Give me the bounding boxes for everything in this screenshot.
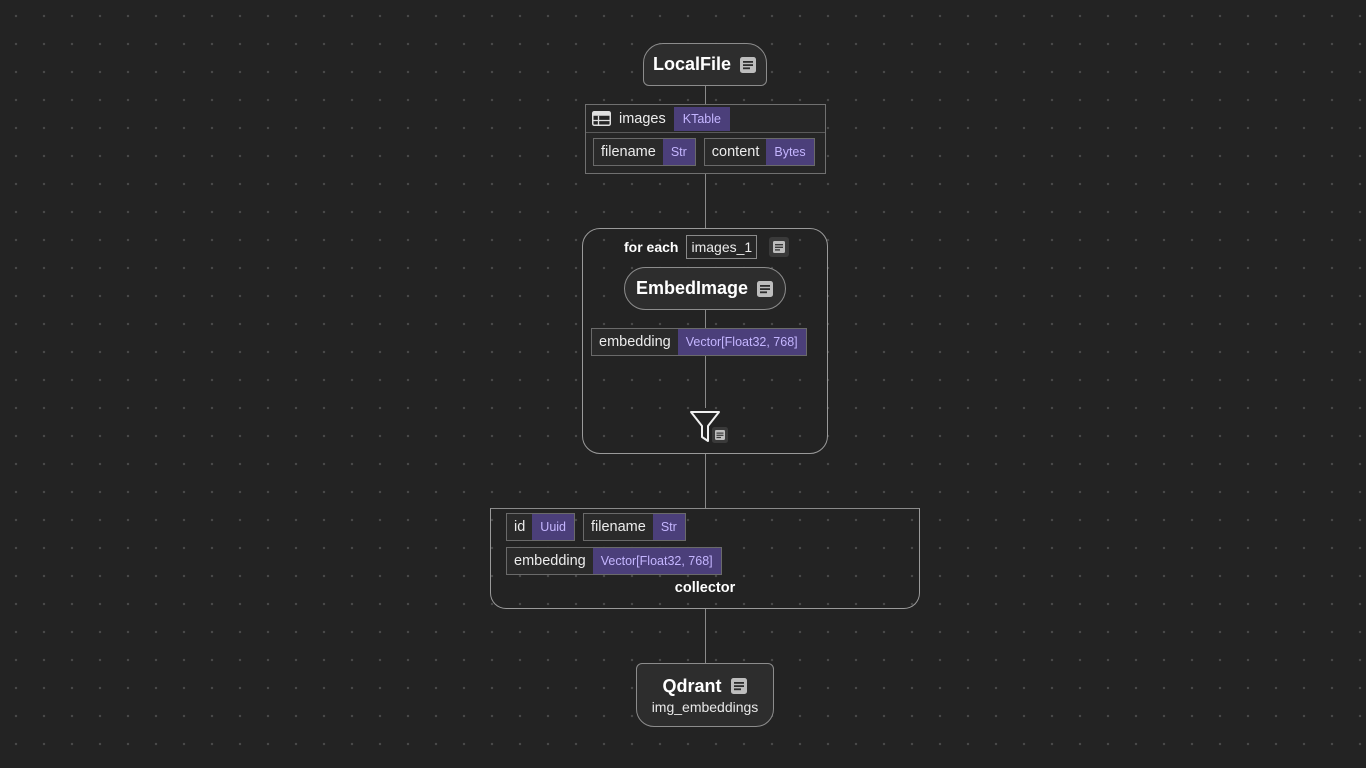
qdrant-collection: img_embeddings [651,698,759,715]
doc-icon[interactable] [730,677,748,695]
embedding-output-field[interactable]: embedding Vector[Float32, 768] [591,328,807,356]
collector-fields-row1: id Uuid filename Str [506,513,686,541]
localfile-node[interactable]: LocalFile [643,43,767,86]
images-table-name: images [619,110,666,127]
collector-label: collector [674,580,736,596]
field-type: Vector[Float32, 768] [592,548,721,574]
for-each-label: for each [624,238,679,255]
field-name: filename [591,519,646,535]
doc-icon[interactable] [739,56,757,74]
edge-embed-embedding [705,310,706,328]
filter-icon [690,411,728,443]
field-type: Uuid [532,514,575,540]
field-type: Bytes [766,139,814,165]
edge-collector-qdrant [705,609,706,663]
images-table-fields: filename Str content Bytes [593,138,815,166]
edge-foreach-collector [705,454,706,508]
edge-localfile-images [705,86,706,104]
field-type: Str [652,514,685,540]
qdrant-node[interactable]: Qdrant img_embeddings [636,663,774,727]
field-type: Vector[Float32, 768] [677,329,806,355]
field-id[interactable]: id Uuid [506,513,576,541]
field-filename[interactable]: filename Str [593,138,696,166]
embedimage-title: EmbedImage [635,278,749,298]
for-each-header: for each images_1 [624,234,790,259]
field-content[interactable]: content Bytes [703,138,815,166]
images-table-type: KTable [673,106,730,131]
edge-embedding-filter [705,356,706,408]
edge-images-foreach [705,174,706,228]
field-type: Str [662,139,695,165]
field-name: embedding [514,553,586,569]
table-icon [592,111,611,126]
field-embedding[interactable]: embedding Vector[Float32, 768] [506,547,722,575]
filter-node[interactable] [689,408,731,446]
doc-icon[interactable] [756,280,774,298]
field-name: id [514,519,526,535]
collector-fields-row2: embedding Vector[Float32, 768] [506,547,722,575]
field-name: filename [601,144,656,160]
field-name: content [711,144,760,160]
localfile-title: LocalFile [652,54,732,74]
embedimage-node[interactable]: EmbedImage [624,267,786,310]
qdrant-header: Qdrant [662,676,747,697]
field-name: embedding [599,334,671,350]
images-table-header: images KTable [586,105,825,133]
for-each-variable[interactable]: images_1 [686,234,758,259]
qdrant-title: Qdrant [662,675,722,696]
images-table-node[interactable]: images KTable filename Str content Bytes [585,104,826,174]
doc-icon[interactable] [769,236,790,257]
field-filename[interactable]: filename Str [583,513,686,541]
collector-node[interactable] [490,508,920,609]
for-each-group[interactable] [582,228,828,454]
